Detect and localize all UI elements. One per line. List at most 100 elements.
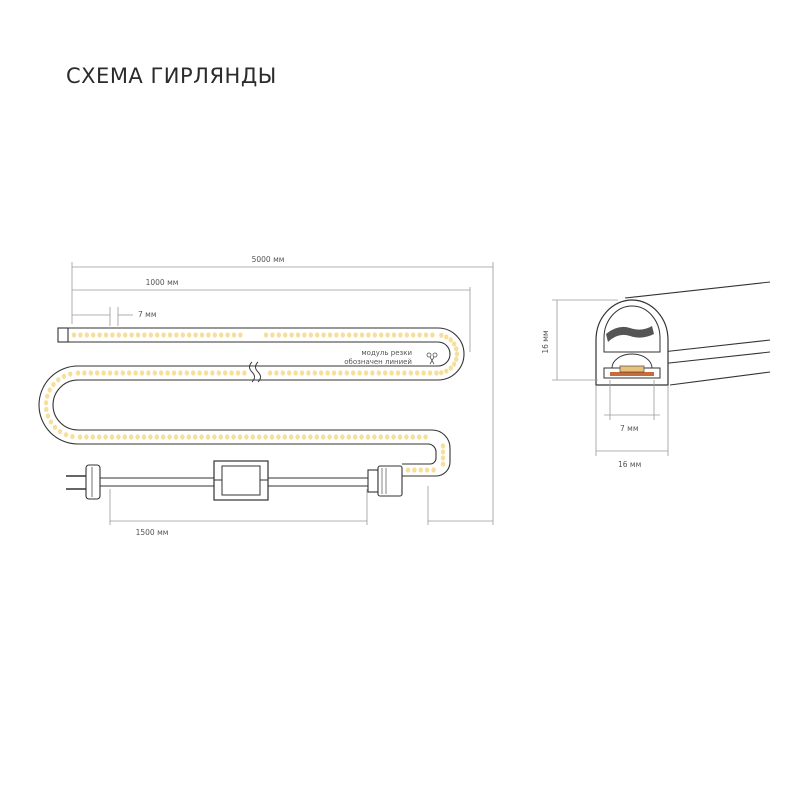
led-dot <box>63 432 69 438</box>
label-led-pitch: 7 мм <box>138 310 156 319</box>
led-dot <box>212 332 217 338</box>
led-dot <box>78 332 83 338</box>
led-dot <box>238 332 243 338</box>
scissors-icon <box>426 352 438 365</box>
led-dot <box>448 365 453 371</box>
led-dot <box>135 332 141 338</box>
led-dot <box>218 434 223 440</box>
led-dot <box>235 370 241 376</box>
led-dot <box>274 370 279 376</box>
led-dot <box>372 434 377 440</box>
led-dot <box>395 370 401 376</box>
led-dot <box>372 332 377 338</box>
led-dot <box>193 434 198 440</box>
led-dot <box>116 332 122 338</box>
led-dot <box>48 419 54 425</box>
led-dot <box>306 370 311 376</box>
led-dot <box>389 370 394 376</box>
led-dot <box>114 370 119 376</box>
led-dot <box>321 434 326 440</box>
led-dot <box>210 370 215 376</box>
end-cap <box>57 327 69 343</box>
led-dot <box>312 370 317 376</box>
led-dot <box>267 370 273 376</box>
led-dot <box>402 370 407 376</box>
led-dot <box>155 332 160 338</box>
led-dot <box>269 434 275 440</box>
led-dot <box>448 337 453 343</box>
led-dot <box>302 332 307 338</box>
led-dot <box>444 368 449 374</box>
led-dot <box>88 370 94 376</box>
led-dot <box>212 434 217 440</box>
power-cable <box>66 460 403 501</box>
led-dot <box>270 332 275 338</box>
led-dot <box>229 370 234 376</box>
led-dot <box>107 370 113 376</box>
led-dot <box>45 413 51 419</box>
led-dot <box>180 434 185 440</box>
led-dot <box>412 467 417 473</box>
led-dot <box>216 370 221 376</box>
led-dot <box>70 433 75 440</box>
led-dot <box>347 332 352 338</box>
led-dot <box>333 434 339 440</box>
led-dot <box>122 434 128 440</box>
led-dot <box>340 332 345 338</box>
led-dot <box>148 434 153 440</box>
led-dot <box>231 434 236 440</box>
led-dot <box>346 434 351 440</box>
label-total-length: 5000 мм <box>252 255 285 264</box>
led-dot <box>244 434 249 440</box>
led-dot <box>282 434 287 440</box>
led-dot <box>191 370 196 376</box>
led-dot <box>242 370 247 376</box>
led-dot <box>418 467 423 473</box>
led-dot <box>440 455 446 461</box>
led-dot <box>263 434 268 440</box>
led-dot <box>351 370 356 376</box>
led-dot <box>187 332 192 338</box>
led-dot <box>295 434 300 440</box>
led-dot <box>129 332 134 338</box>
led-dot <box>308 332 313 338</box>
label-power-cable: 1500 мм <box>136 528 169 537</box>
led-dot <box>154 434 159 440</box>
led-dot <box>133 370 138 376</box>
led-dot <box>397 434 403 440</box>
led-dot <box>95 370 100 376</box>
led-dot <box>431 467 436 473</box>
led-dot <box>203 370 209 376</box>
led-dot <box>425 467 430 473</box>
led-dot <box>219 332 224 338</box>
led-dot <box>454 351 460 357</box>
controller-box-icon <box>213 460 269 501</box>
label-cut-module: 1000 мм <box>146 278 179 287</box>
cut-note-line-2: обозначен линией <box>344 358 412 366</box>
led-dot <box>161 434 166 440</box>
led-dot <box>357 370 362 376</box>
led-dot <box>308 434 313 440</box>
garland-strip <box>38 327 465 477</box>
led-dot <box>353 434 358 440</box>
led-dot <box>97 332 102 338</box>
led-dot <box>410 434 415 440</box>
led-dot <box>404 434 409 440</box>
led-dot <box>327 434 332 440</box>
led-dot <box>148 332 153 338</box>
led-dot <box>199 434 204 440</box>
label-strip-width: 7 мм <box>620 424 638 433</box>
diffuser-hatch <box>606 326 654 342</box>
led-dot <box>167 332 173 338</box>
led-dot <box>91 332 96 338</box>
led-dot <box>376 370 381 376</box>
led-dot <box>434 370 439 376</box>
led-dot <box>325 370 330 376</box>
led-dot <box>142 332 147 338</box>
led-dot <box>139 370 145 376</box>
dimension-labels: 5000 мм 1000 мм 7 мм 1500 мм <box>136 255 285 537</box>
led-dot <box>75 370 81 376</box>
led-dot <box>146 370 151 376</box>
led-dot <box>287 370 292 376</box>
led-dot <box>110 332 115 338</box>
